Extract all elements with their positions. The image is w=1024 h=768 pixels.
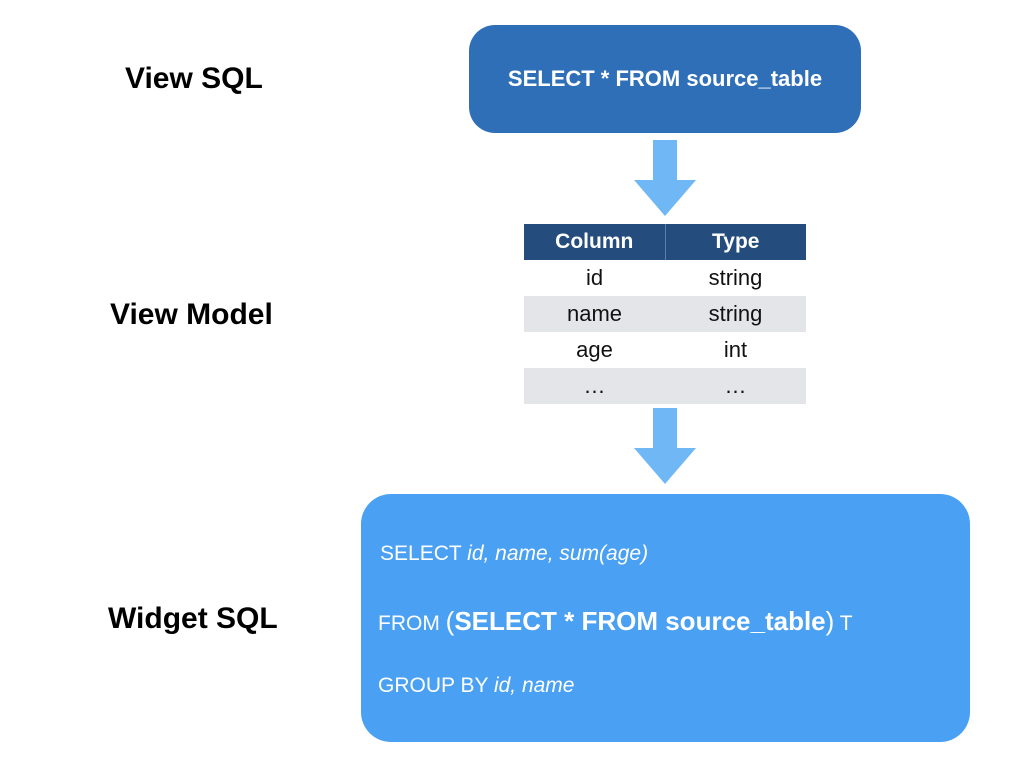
arrow-down-icon [634,408,696,484]
view-model-label: View Model [110,298,273,331]
view-sql-label: View SQL [125,62,263,95]
column-header: Column [524,224,665,260]
type-cell: int [665,332,806,368]
type-cell: string [665,260,806,296]
table-row: … … [524,368,806,404]
subquery: SELECT * FROM source_table [454,606,826,636]
from-clause: FROM (SELECT * FROM source_table) T [378,606,853,637]
open-paren: ( [445,606,455,636]
column-cell: … [524,368,665,404]
column-cell: age [524,332,665,368]
table-header-row: Column Type [524,224,806,260]
group-by-fields: id, name [493,674,575,697]
close-paren: ) [825,606,835,636]
arrow-down-icon [634,140,696,216]
widget-sql-label: Widget SQL [108,602,278,635]
type-cell: string [665,296,806,332]
table-row: age int [524,332,806,368]
column-cell: id [524,260,665,296]
select-keyword: SELECT [380,542,468,565]
table-row: name string [524,296,806,332]
from-keyword: FROM [378,612,446,635]
column-cell: name [524,296,665,332]
view-sql-query: SELECT * FROM source_table [507,66,823,91]
view-sql-box: SELECT * FROM source_table [469,25,861,133]
group-by-keyword: GROUP BY [378,674,494,697]
view-model-table: Column Type id string name string age in… [524,224,806,404]
type-header: Type [664,224,806,260]
type-cell: … [665,368,806,404]
table-alias: T [834,612,853,635]
widget-sql-box: SELECT id, name, sum(age) FROM (SELECT *… [361,494,970,742]
group-by-clause: GROUP BY id, name [378,674,574,698]
select-fields: id, name, sum(age) [467,542,649,565]
select-clause: SELECT id, name, sum(age) [380,542,648,566]
table-row: id string [524,260,806,296]
